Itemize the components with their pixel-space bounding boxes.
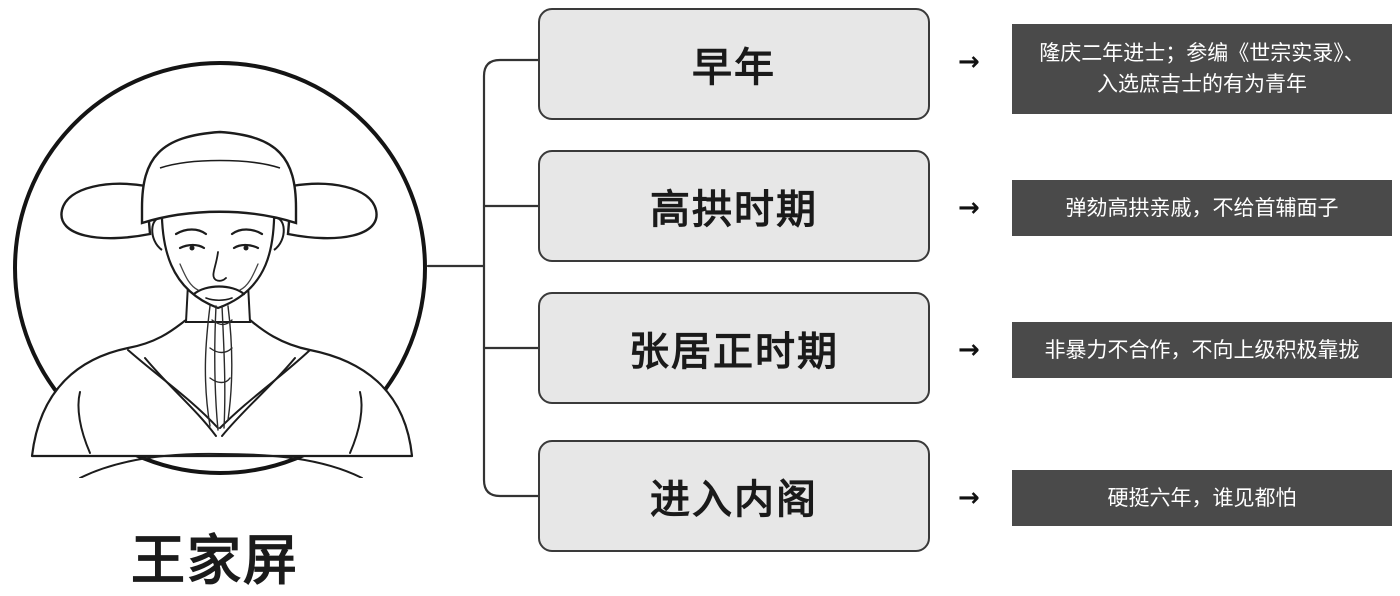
stage-box-gao-gong-period: 高拱时期 bbox=[538, 150, 930, 262]
stage-description: 弹劾高拱亲戚，不给首辅面子 bbox=[1012, 180, 1392, 236]
stage-description: 隆庆二年进士；参编《世宗实录》、入选庶吉士的有为青年 bbox=[1012, 24, 1392, 114]
stage-box-early-years: 早年 bbox=[538, 8, 930, 120]
person-name: 王家屏 bbox=[131, 528, 299, 592]
stage-label: 张居正时期 bbox=[629, 328, 839, 375]
stage-box-zhang-juzheng-period: 张居正时期 bbox=[538, 292, 930, 404]
stage-label: 早年 bbox=[692, 44, 776, 91]
right-arrow-icon: → bbox=[958, 193, 980, 223]
right-arrow-icon: → bbox=[958, 335, 980, 365]
right-arrow-icon: → bbox=[958, 47, 980, 77]
stage-description: 硬挺六年，谁见都怕 bbox=[1012, 470, 1392, 526]
portrait-icon bbox=[13, 61, 427, 478]
stage-label: 高拱时期 bbox=[650, 186, 818, 233]
stage-box-entering-cabinet: 进入内阁 bbox=[538, 440, 930, 552]
stage-description: 非暴力不合作，不向上级积极靠拢 bbox=[1012, 322, 1392, 378]
stage-label: 进入内阁 bbox=[650, 476, 818, 523]
right-arrow-icon: → bbox=[958, 483, 980, 513]
